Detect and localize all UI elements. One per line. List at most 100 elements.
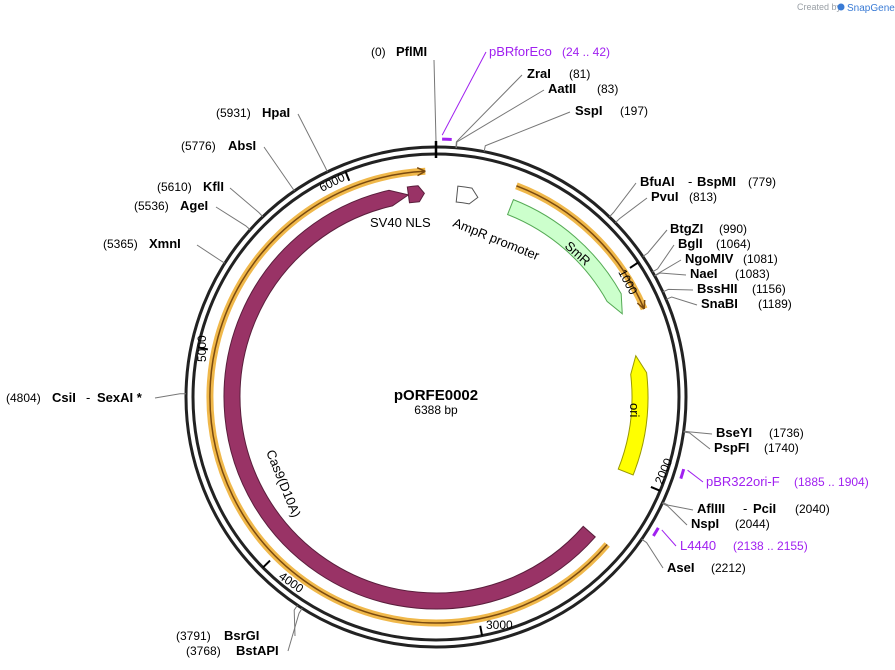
tick-mark	[479, 625, 484, 636]
site-leader-line	[609, 182, 637, 218]
site-label-absi[interactable]: (5776) AbsI	[181, 138, 256, 153]
site-label-aatii[interactable]: AatII (83)	[548, 81, 618, 96]
site-name: BstAPI	[236, 643, 279, 658]
primer-label-l4440[interactable]: L4440 (2138 .. 2155)	[680, 538, 808, 553]
site-pos: (4804)	[6, 391, 41, 405]
site-pos: (5610)	[157, 180, 192, 194]
site-pos: (5365)	[103, 237, 138, 251]
site-leader-line	[154, 393, 187, 399]
site-pos: (813)	[689, 190, 717, 204]
site-leader-line	[483, 111, 571, 152]
feature-sv40-nls[interactable]	[406, 185, 425, 204]
site-leader-line	[683, 431, 711, 450]
site-label-naei[interactable]: NaeI (1083)	[690, 266, 770, 281]
site-pos: (3768)	[186, 644, 221, 658]
site-leader-line	[642, 229, 668, 257]
site-leader-line	[455, 74, 523, 148]
site-name: CsiI	[52, 390, 76, 405]
site-name: PvuI	[651, 189, 678, 204]
site-name: NaeI	[690, 266, 717, 281]
primer-leader-line	[661, 529, 677, 547]
site-name: PflMI	[396, 44, 427, 59]
primer-bar[interactable]	[679, 468, 686, 480]
site-leader-line	[665, 296, 698, 306]
site-label-sspi[interactable]: SspI (197)	[575, 103, 648, 118]
site-name: BseYI	[716, 425, 752, 440]
site-pos: (2044)	[735, 517, 770, 531]
site-pos: (3791)	[176, 629, 211, 643]
site-pos: (1083)	[735, 267, 770, 281]
orf-arrowhead	[636, 299, 646, 310]
site-label-ngomiv[interactable]: NgoMIV (1081)	[685, 251, 778, 266]
svg-text:-: -	[688, 174, 692, 189]
primer-range: (24 .. 42)	[562, 45, 610, 59]
primer-leader-line	[687, 469, 704, 483]
tick-mark	[197, 346, 209, 351]
site-label-agei[interactable]: (5536) AgeI	[134, 198, 208, 213]
primer-name: pBRforEco	[489, 44, 552, 59]
site-name: AbsI	[228, 138, 256, 153]
site-leader-line	[614, 197, 648, 224]
site-label-bfuai-bspmi[interactable]: BfuAI - BspMI (779)	[640, 174, 776, 189]
site-pos: (5536)	[134, 199, 169, 213]
site-name: SnaBI	[701, 296, 738, 311]
feature-smr[interactable]	[506, 198, 623, 315]
site-label-pvui[interactable]: PvuI (813)	[651, 189, 717, 204]
site-pos: (1081)	[743, 252, 778, 266]
label-layer: (0) PflMI pBRforEco (24 .. 42) ZraI (81)…	[6, 44, 869, 658]
feature-layer	[223, 185, 649, 610]
feature-cas9-d10a-[interactable]	[223, 189, 596, 610]
site-name: NgoMIV	[685, 251, 734, 266]
site-pos: (1156)	[752, 282, 786, 296]
site-label-csii-sexai[interactable]: (4804) CsiI - SexAI *	[6, 390, 143, 405]
feature-ampr-promoter[interactable]	[455, 185, 479, 205]
site-name: AflIII	[697, 501, 725, 516]
site-pos: (779)	[748, 175, 776, 189]
site-label-bgli[interactable]: BglI (1064)	[678, 236, 751, 251]
site-pos: (0)	[371, 45, 386, 59]
primer-range: (1885 .. 1904)	[794, 475, 869, 489]
site-label-btgzi[interactable]: BtgZI (990)	[670, 221, 747, 236]
site-label-zrai[interactable]: ZraI (81)	[527, 66, 590, 81]
site-name: XmnI	[149, 236, 181, 251]
site-label-hpai[interactable]: (5931) HpaI	[216, 105, 290, 120]
orf-line	[516, 185, 645, 310]
primer-leader-line	[441, 51, 487, 136]
site-leader-line	[263, 146, 295, 192]
site-label-nspi[interactable]: NspI (2044)	[691, 516, 770, 531]
tick-label: 3000	[486, 618, 513, 632]
site-label-asei[interactable]: AseI (2212)	[667, 560, 746, 575]
primer-bar[interactable]	[652, 527, 660, 537]
site-label-bsshii[interactable]: BssHII (1156)	[697, 281, 786, 296]
feature-ori[interactable]	[617, 354, 649, 476]
site-name: BssHII	[697, 281, 737, 296]
site-leader-line	[641, 538, 664, 569]
primer-label-pbrforeco[interactable]: pBRforEco (24 .. 42)	[489, 44, 610, 59]
site-leader-line	[287, 607, 303, 652]
feature-label-sv40-nls: SV40 NLS	[370, 215, 431, 230]
site-name: HpaI	[262, 105, 290, 120]
site-label-xmni[interactable]: (5365) XmnI	[103, 236, 181, 251]
site-label-bsrgi[interactable]: (3791) BsrGI	[176, 628, 259, 643]
tick-mark	[650, 486, 661, 492]
site-name: AatII	[548, 81, 576, 96]
feature-label-ori: ori	[627, 403, 642, 418]
site-pos: (5776)	[181, 139, 216, 153]
site-name: BsrGI	[224, 628, 259, 643]
site-pos: (990)	[719, 222, 747, 236]
site-label-pspfi[interactable]: PspFI (1740)	[714, 440, 799, 455]
site-label-afliii-pcii[interactable]: AflIII - PciI (2040)	[697, 501, 830, 516]
site-name-2: SexAI *	[97, 390, 143, 405]
site-label-bseyi[interactable]: BseYI (1736)	[716, 425, 804, 440]
site-leader-line	[215, 206, 251, 231]
primer-label-pbr322ori-f[interactable]: pBR322ori-F (1885 .. 1904)	[706, 474, 869, 489]
site-leader-line	[229, 187, 264, 218]
site-name-2: PciI	[753, 501, 776, 516]
site-label-snabi[interactable]: SnaBI (1189)	[701, 296, 792, 311]
site-label-kfli[interactable]: (5610) KflI	[157, 179, 224, 194]
site-label-pflmi[interactable]: (0) PflMI	[371, 44, 427, 59]
site-name: PspFI	[714, 440, 749, 455]
site-leader-line	[661, 502, 688, 526]
site-leader-line	[455, 89, 545, 148]
site-label-bstapi[interactable]: (3768) BstAPI	[186, 643, 279, 658]
